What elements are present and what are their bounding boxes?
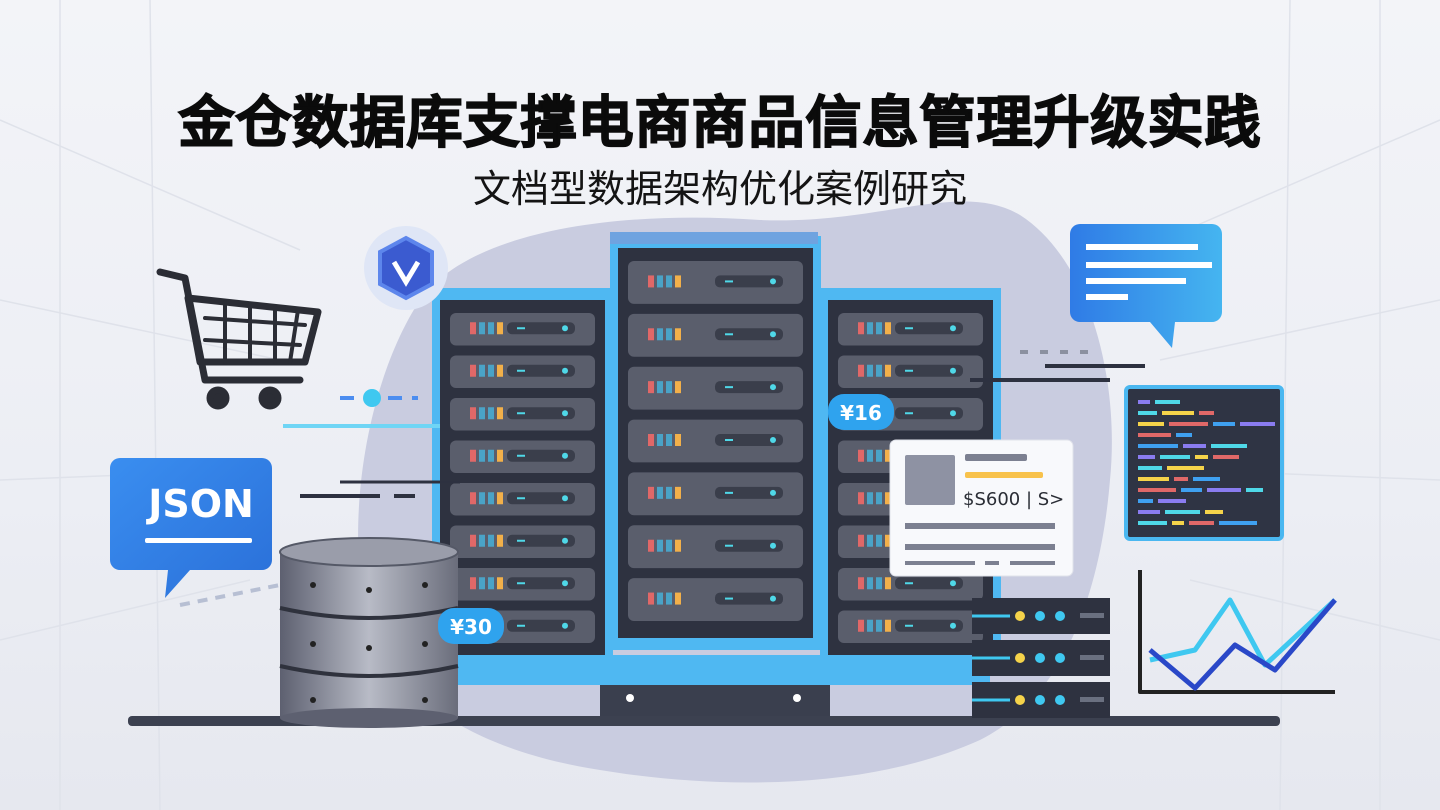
page-subtitle: 文档型数据架构优化案例研究 [472, 167, 967, 211]
line-chart-icon [1138, 570, 1337, 694]
server-unit [450, 313, 595, 346]
shield-logo-icon [364, 226, 448, 310]
rack-top [610, 232, 818, 244]
price-badge-bottom-text: ¥30 [450, 615, 492, 639]
price-badge-top-text: ¥16 [840, 401, 882, 425]
server-unit [628, 419, 803, 463]
product-price: $S600 | S> [963, 489, 1064, 510]
connector-lines [179, 350, 1145, 607]
page-title: 金仓数据库支撑电商商品信息管理升级实践 [178, 90, 1262, 157]
server-unit [628, 261, 803, 304]
rack-base [600, 680, 830, 716]
price-badge-bottom: ¥30 [438, 608, 504, 644]
server-rack-left [432, 288, 613, 672]
server-unit [628, 525, 803, 569]
server-rack-center [610, 236, 821, 650]
price-badge-top: ¥16 [828, 394, 894, 430]
server-unit [628, 578, 803, 621]
server-unit [450, 398, 595, 431]
product-card-icon: $S600 | S> [889, 439, 1074, 577]
server-unit [450, 483, 595, 516]
code-window-icon [1124, 385, 1284, 541]
shopping-cart-icon [156, 268, 322, 410]
server-unit [628, 472, 803, 516]
server-racks [430, 232, 1001, 716]
server-rack-right [820, 288, 1001, 672]
chat-bubble-icon [1070, 224, 1222, 348]
server-unit [838, 355, 983, 388]
rack-platform [430, 655, 990, 685]
server-unit [450, 525, 595, 558]
json-label: JSON [145, 482, 254, 526]
server-unit [450, 440, 595, 473]
server-unit [628, 313, 803, 357]
server-unit [838, 313, 983, 346]
json-bubble: JSON [110, 458, 272, 598]
server-unit [838, 610, 983, 643]
server-unit [628, 366, 803, 410]
server-unit [450, 355, 595, 388]
database-cylinder-icon [279, 537, 459, 728]
small-server-stack [972, 598, 1110, 718]
server-unit [450, 568, 595, 601]
